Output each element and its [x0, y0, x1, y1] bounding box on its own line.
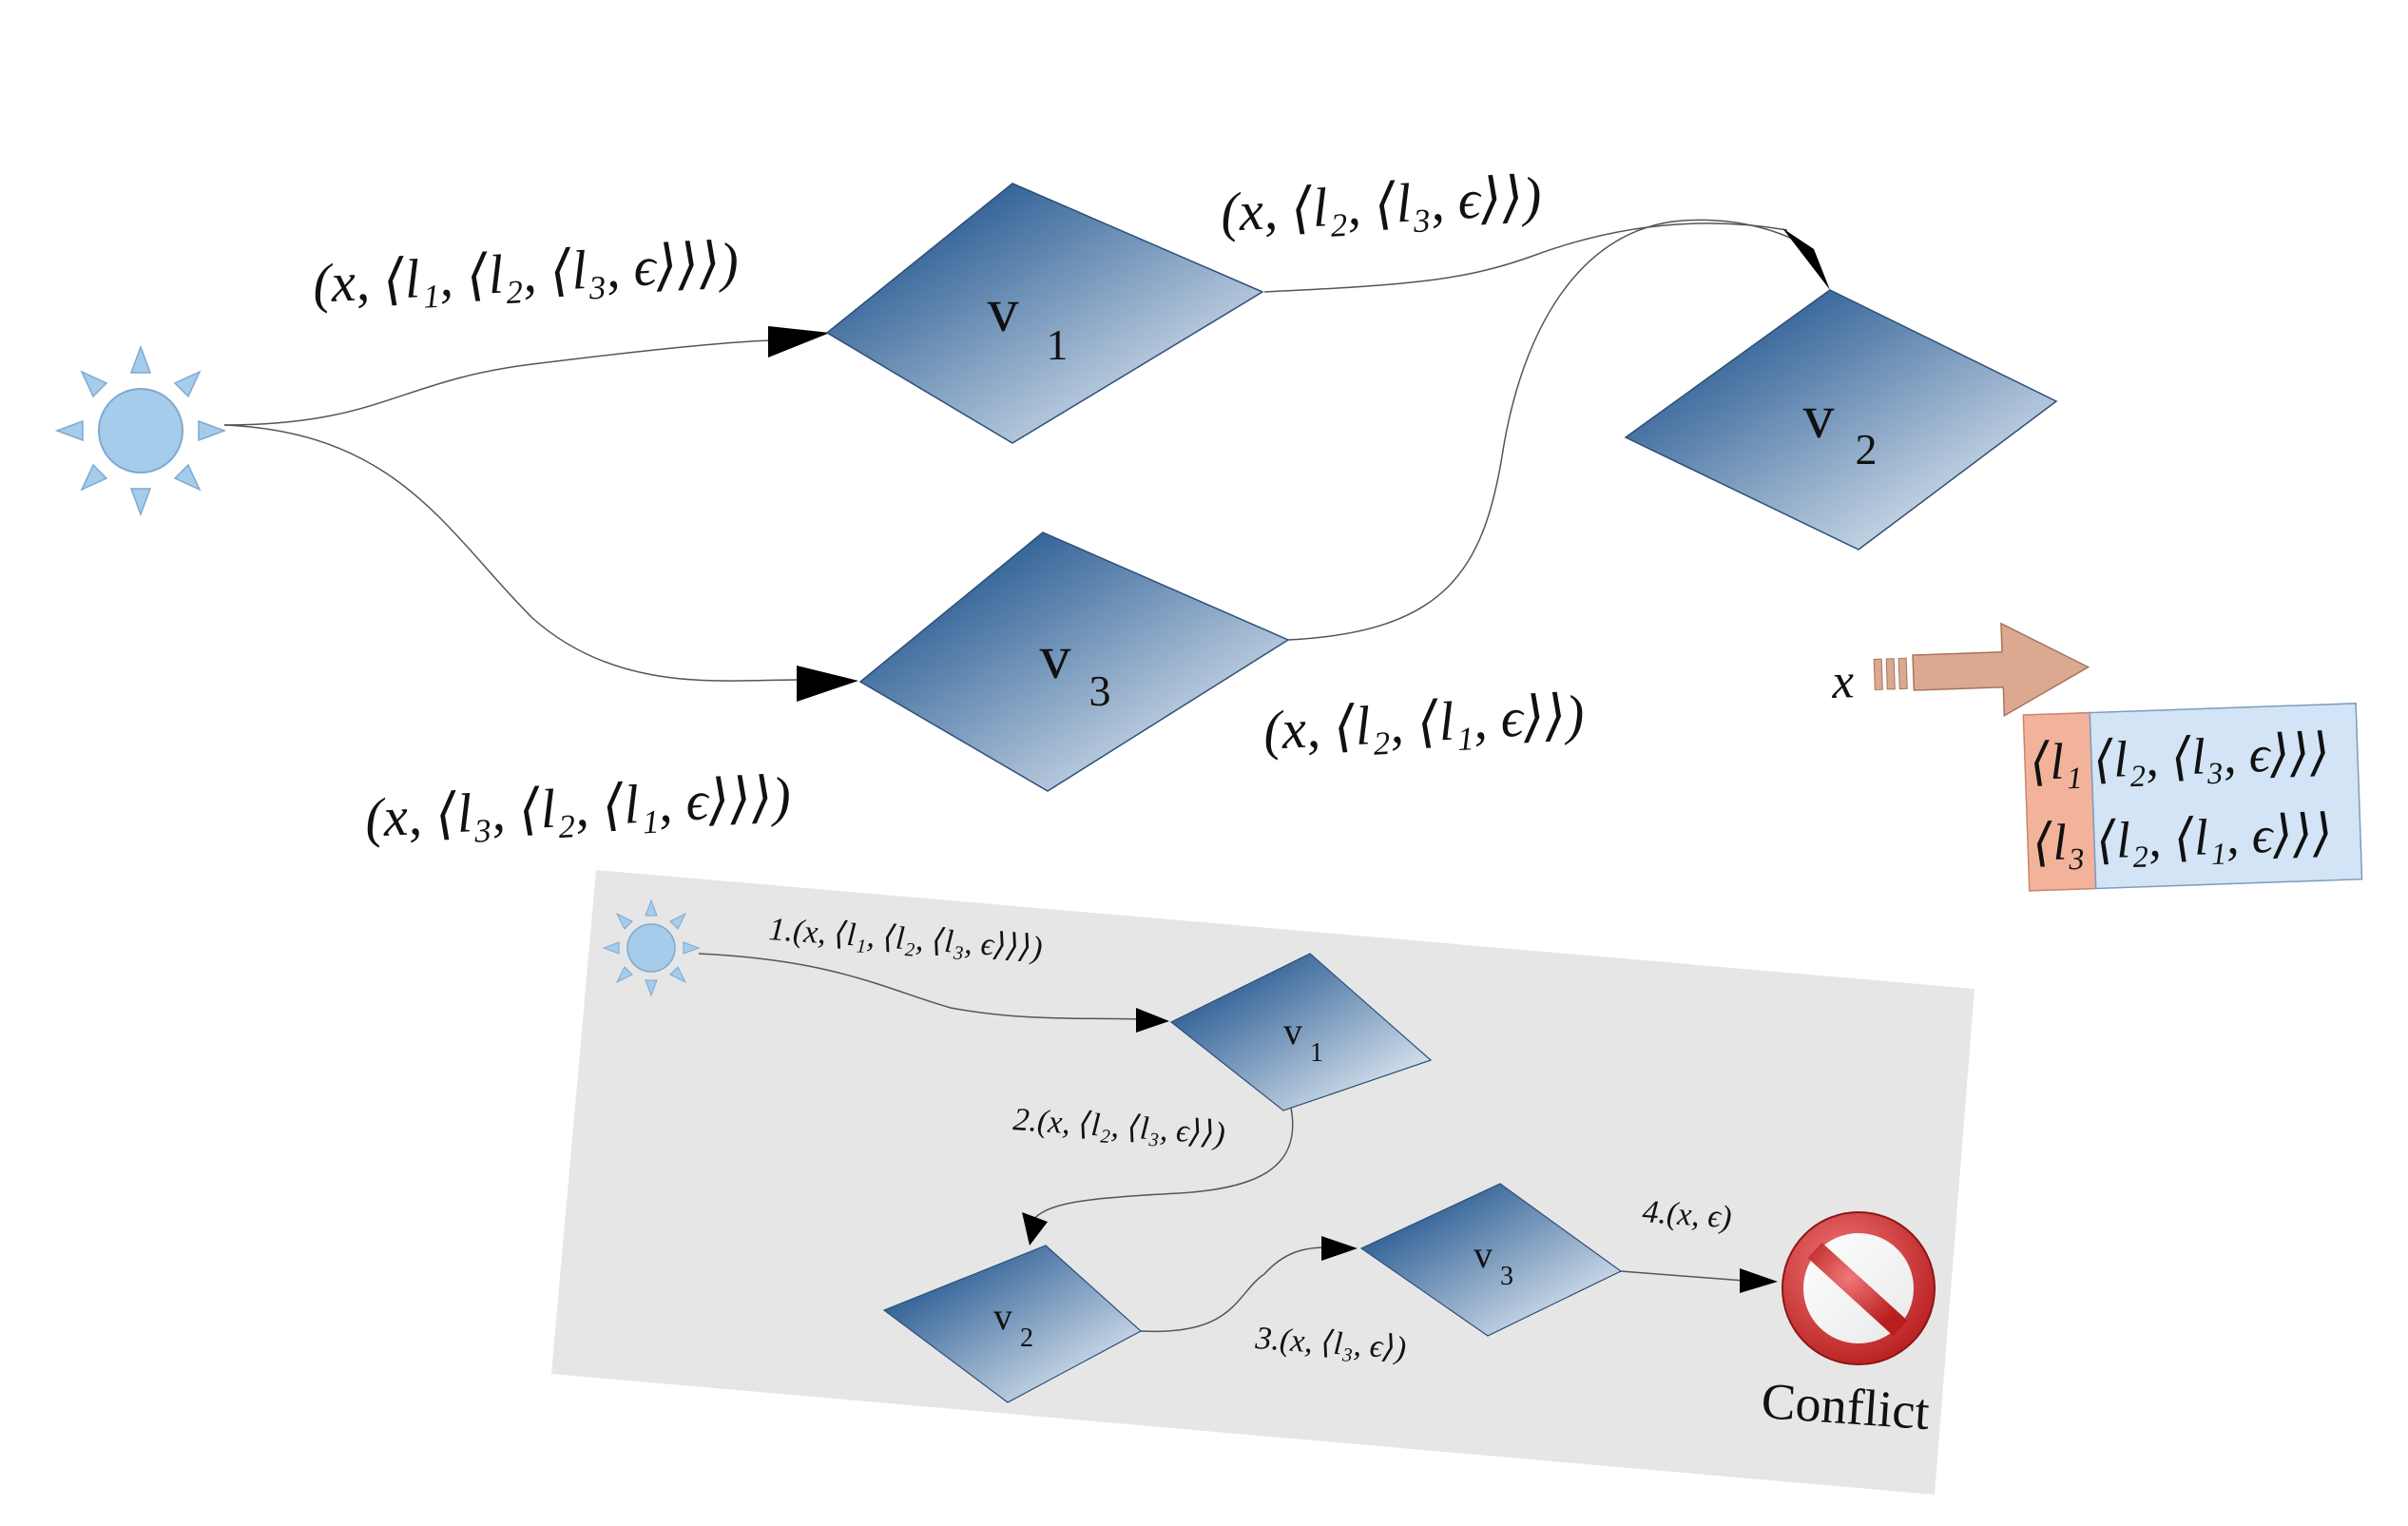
conflict-stop-icon: [1782, 1211, 1936, 1365]
node-v1: v 1: [825, 183, 1264, 444]
panel-edge-source-to-v1: [698, 953, 1142, 1020]
panel-node-v2-subscript: 2: [1020, 1323, 1033, 1353]
node-v1-subscript: 1: [1047, 320, 1069, 369]
label-split-legend: x ⟨l₁ ⟨l₂, ⟨l₃, ϵ⟩⟩⟩ ⟨l₃ ⟨l₂, ⟨l₁, ϵ⟩⟩⟩: [1830, 622, 2363, 892]
node-v1-letter: v: [988, 276, 1019, 345]
panel-node-v3: v 3: [1359, 1183, 1623, 1337]
legend-row1-head: ⟨l₁: [2029, 732, 2083, 791]
conflict-example-panel: v 1 v 2 v 3 1.(x, ⟨l₁, ⟨l₂, ⟨l₃, ϵ⟩⟩⟩) 2…: [551, 870, 1975, 1495]
panel-arrowhead-v2: [1022, 1212, 1048, 1246]
edge-v3-to-v2: [1287, 219, 1807, 641]
label-source-to-v1: (x, ⟨l₁, ⟨l₂, ⟨l₃, ϵ⟩⟩⟩): [311, 231, 740, 315]
legend-row2-head: ⟨l₃: [2032, 813, 2086, 872]
label-v3-to-v2: (x, ⟨l₂, ⟨l₁, ϵ⟩⟩): [1262, 683, 1586, 762]
legend-fat-arrow-icon: [1873, 622, 2090, 718]
node-v2-subscript: 2: [1856, 425, 1878, 473]
panel-edge-v3-to-conflict: [1620, 1270, 1745, 1282]
panel-edge-v1-to-v2: [1031, 1107, 1294, 1223]
panel-arrowhead-v1: [1136, 1008, 1169, 1033]
label-source-to-v3: (x, ⟨l₃, ⟨l₂, ⟨l₁, ϵ⟩⟩⟩): [363, 765, 792, 849]
panel-background: [551, 870, 1975, 1495]
node-v2-letter: v: [1803, 382, 1835, 452]
legend-row1-tail: ⟨l₂, ⟨l₃, ϵ⟩⟩⟩: [2092, 724, 2331, 789]
panel-node-v2: v 2: [882, 1245, 1143, 1403]
node-v2: v 2: [1624, 289, 2058, 551]
panel-arrowhead-v3: [1321, 1236, 1358, 1261]
arrowhead-v3: [797, 666, 858, 702]
edge-source-to-v3: [223, 424, 799, 682]
legend-input-x: x: [1830, 654, 1855, 709]
top-diagram: v 1 v 2 v 3 (x, ⟨l₁, ⟨l₂, ⟨l₃, ϵ⟩⟩⟩) (x,…: [54, 164, 2058, 849]
source-sun-icon: [54, 344, 227, 517]
node-v3: v 3: [858, 531, 1290, 792]
legend-row2-tail: ⟨l₂, ⟨l₁, ϵ⟩⟩⟩: [2095, 804, 2334, 870]
edge-v1-to-v2: [1263, 222, 1788, 293]
arrowhead-v1: [768, 326, 830, 357]
panel-node-v2-letter: v: [993, 1295, 1012, 1338]
edge-source-to-v1: [223, 339, 771, 426]
panel-node-v1-letter: v: [1283, 1010, 1302, 1053]
panel-node-v1: v 1: [1169, 953, 1433, 1111]
node-v3-letter: v: [1040, 623, 1071, 692]
panel-node-v1-subscript: 1: [1310, 1038, 1323, 1068]
panel-step4-label: 4.(x, ϵ): [1641, 1194, 1732, 1235]
node-v3-subscript: 3: [1089, 666, 1111, 715]
panel-arrowhead-conflict: [1740, 1268, 1778, 1293]
label-v1-to-v2: (x, ⟨l₂, ⟨l₃, ϵ⟩⟩): [1219, 164, 1543, 243]
conflict-label: Conflict: [1760, 1372, 1932, 1440]
panel-node-v3-letter: v: [1474, 1233, 1493, 1276]
panel-edge-v2-to-v3: [1140, 1246, 1327, 1333]
panel-node-v3-subscript: 3: [1500, 1262, 1513, 1291]
arrowhead-v2: [1782, 228, 1830, 290]
panel-source-sun-icon: [602, 898, 701, 997]
legend-tail-cell: [2089, 703, 2363, 890]
